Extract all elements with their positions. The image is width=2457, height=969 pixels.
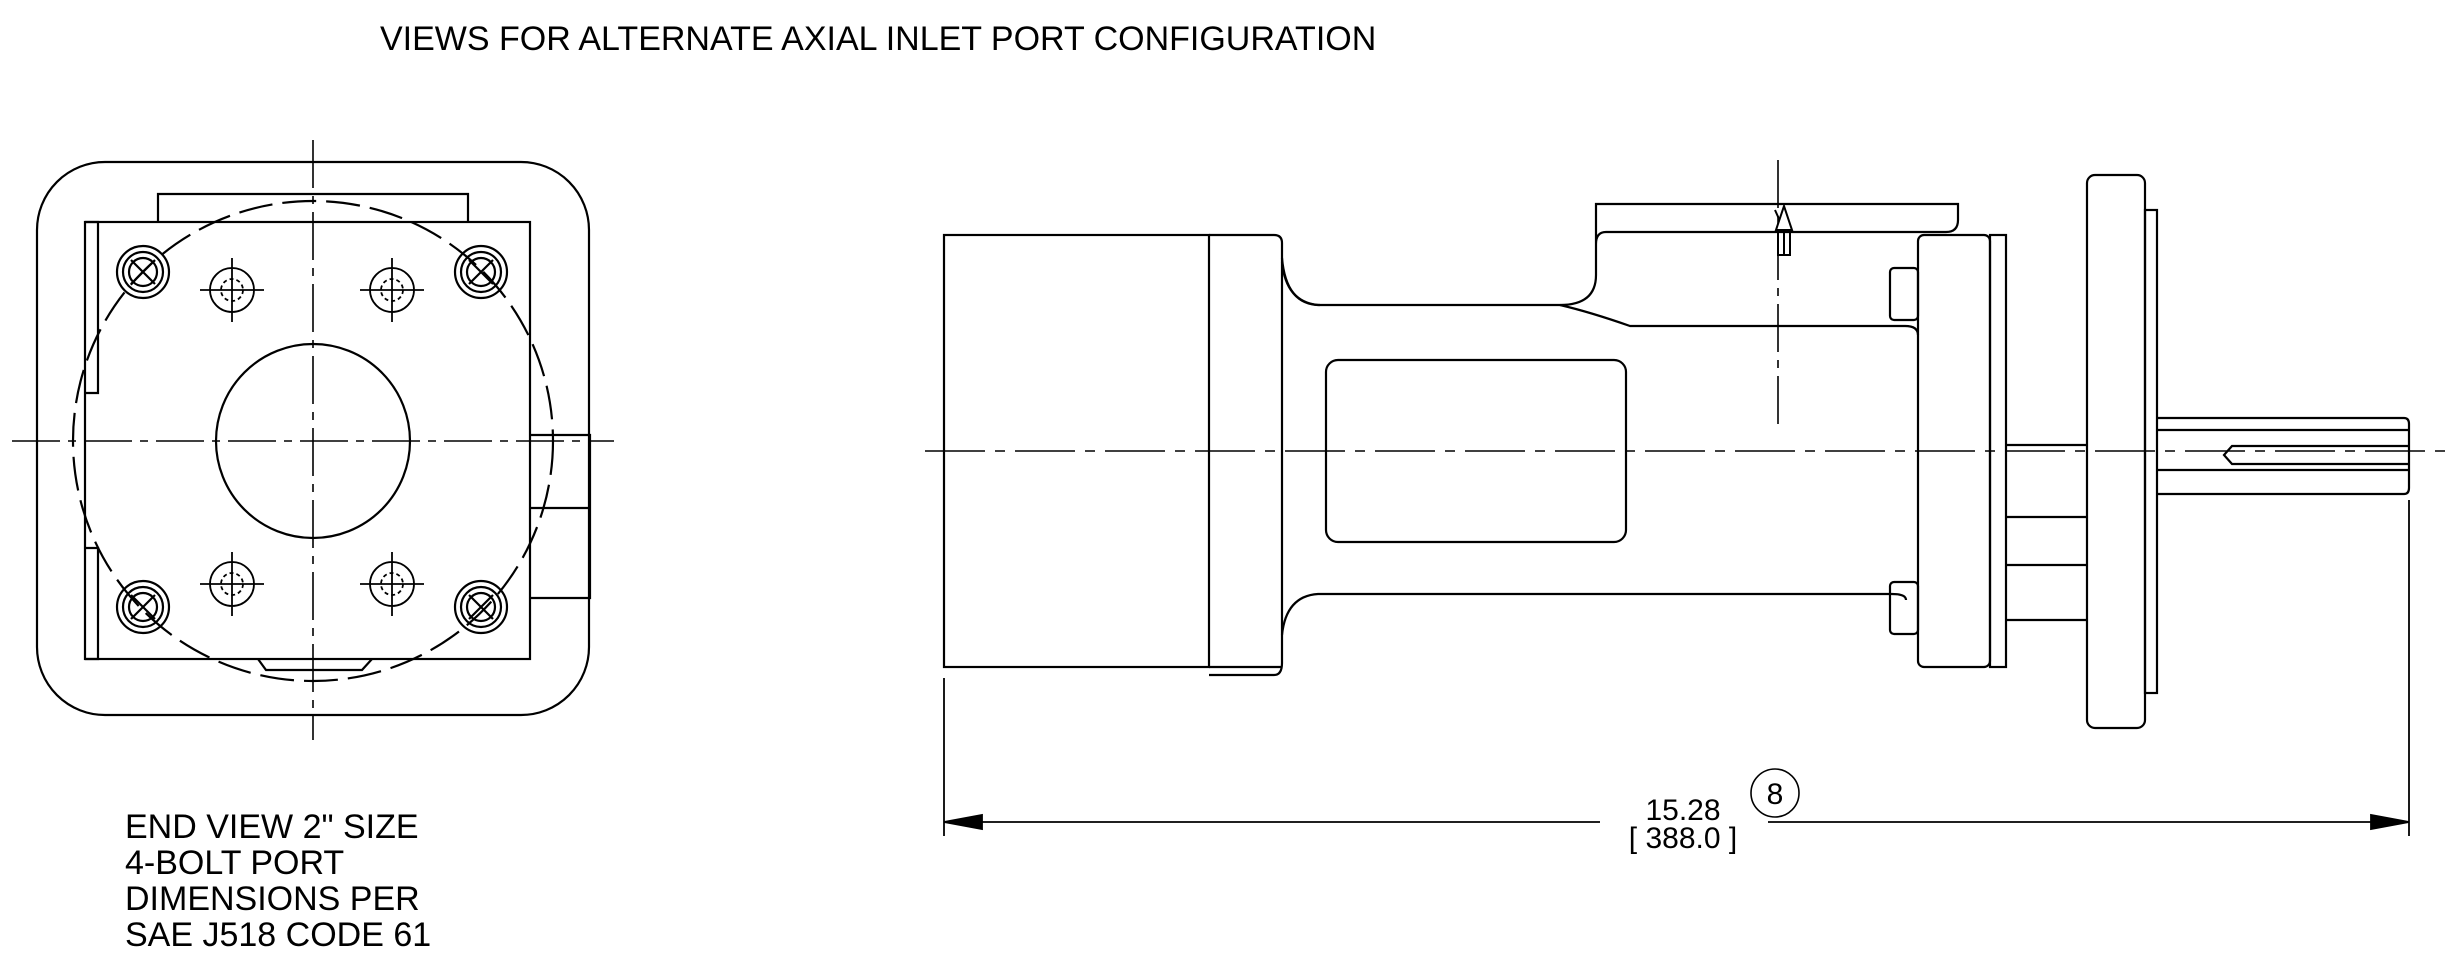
arrowhead-left: [943, 813, 983, 831]
drawing-title: VIEWS FOR ALTERNATE AXIAL INLET PORT CON…: [380, 20, 1376, 58]
overall-length-mm: [ 388.0 ]: [1629, 822, 1737, 855]
tapped-hole-upper-left: [200, 258, 264, 322]
side-view: [925, 160, 2452, 730]
end-view-right-lug: [530, 433, 592, 600]
body-upper-contour: [1280, 202, 1960, 307]
drive-shaft: [2157, 416, 2411, 496]
arrowhead-right: [2370, 813, 2410, 831]
shaft-key: [2222, 444, 2409, 466]
body-lower-contour: [1280, 592, 1908, 636]
caption-line-3: DIMENSIONS PER: [125, 880, 420, 918]
bolt-head-lower: [1888, 580, 1920, 636]
overall-length-inches: 15.28: [1645, 794, 1720, 827]
note-balloon-number: 8: [1767, 778, 1784, 811]
bolt-top-right: [453, 244, 509, 300]
end-view: [12, 140, 614, 740]
inlet-flow-arrow: [1774, 202, 1794, 256]
tapped-hole-lower-right: [360, 552, 424, 616]
bolt-bottom-right: [453, 579, 509, 635]
end-view-left-step-lower: [85, 546, 100, 661]
seal-housing-steps: [2006, 443, 2087, 622]
caption-line-1: END VIEW 2" SIZE: [125, 808, 419, 846]
overall-length-dimension: [943, 500, 2410, 836]
tapped-hole-lower-left: [200, 552, 264, 616]
bolt-top-left: [115, 244, 171, 300]
end-view-centerlines: [12, 140, 614, 740]
bolt-bottom-left: [115, 579, 171, 635]
caption-line-2: 4-BOLT PORT: [125, 844, 344, 882]
body-flange-plate: [1209, 233, 1284, 677]
end-view-caption: END VIEW 2" SIZE 4-BOLT PORT DIMENSIONS …: [125, 808, 431, 954]
caption-line-4: SAE J518 CODE 61: [125, 916, 431, 954]
end-view-top-tab: [156, 192, 470, 222]
end-view-bottom-notch: [257, 658, 373, 672]
end-view-left-step-upper: [85, 220, 100, 395]
bolt-head-upper: [1888, 266, 1920, 322]
tapped-hole-upper-right: [360, 258, 424, 322]
body-upper-inlet-edge: [1280, 257, 1920, 336]
balloon-circle: [1750, 768, 1800, 818]
